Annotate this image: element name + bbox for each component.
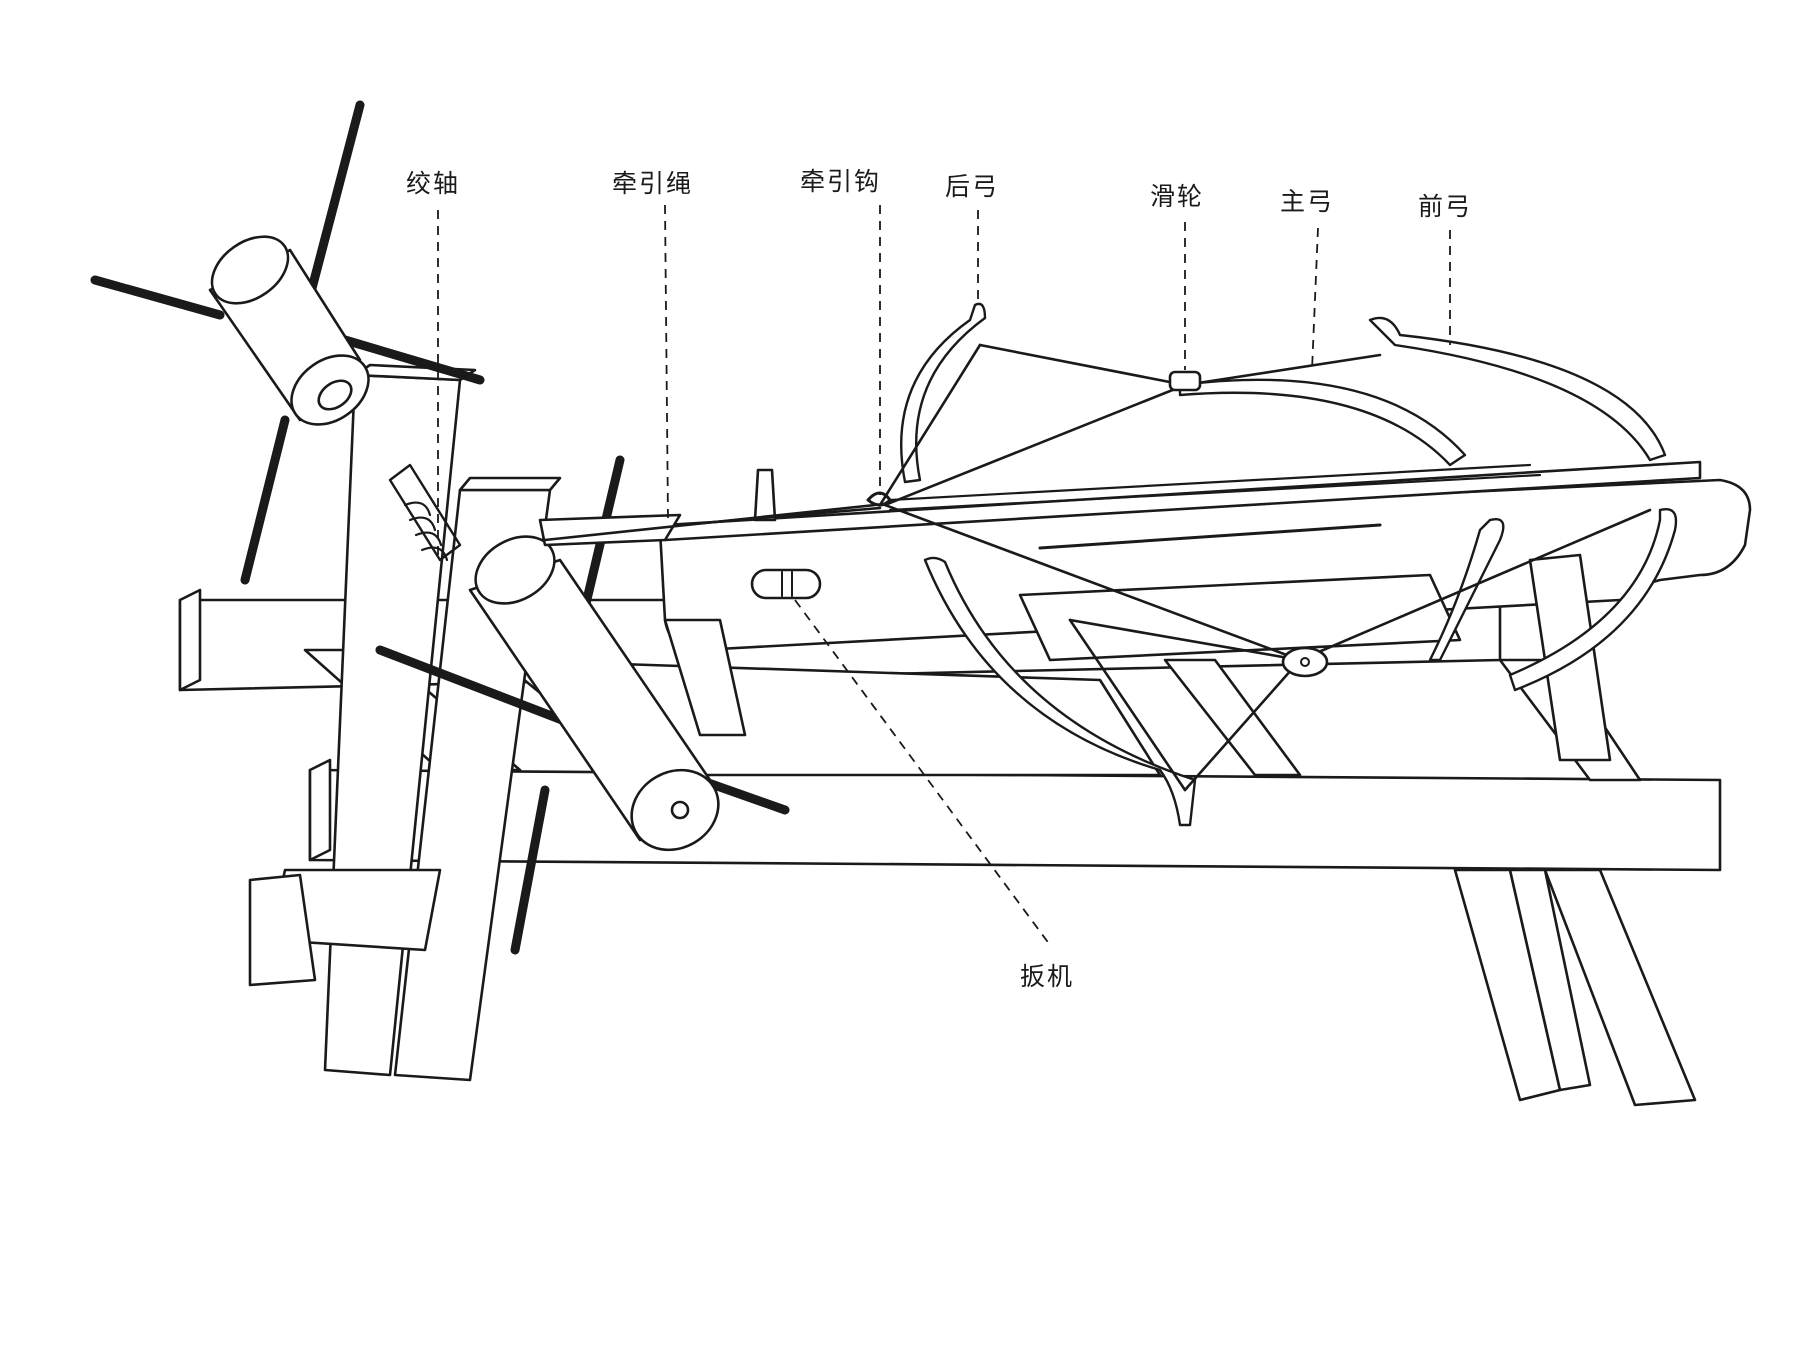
front-bow	[1368, 316, 1678, 692]
rear-bow	[900, 302, 1197, 827]
label-trigger: 扳机	[1020, 962, 1074, 991]
label-traction-rope: 牵引绳	[612, 169, 693, 198]
label-winch-axle: 绞轴	[406, 169, 460, 198]
left-posts	[248, 363, 562, 1082]
label-rear-bow: 后弓	[945, 172, 999, 201]
labels: 绞轴 牵引绳 牵引钩 后弓 滑轮 主弓 前弓 扳机	[406, 167, 1472, 991]
winch-drum-front	[468, 535, 720, 852]
ropes	[543, 343, 1652, 792]
label-traction-hook: 牵引钩	[800, 167, 881, 196]
winch-spokes	[90, 100, 790, 955]
label-main-bow: 主弓	[1280, 187, 1334, 216]
crossbow-stock	[538, 460, 1752, 762]
label-front-bow: 前弓	[1418, 192, 1472, 221]
leader-lines	[437, 204, 1451, 946]
traction-hook	[866, 491, 892, 507]
spring-coil	[388, 463, 462, 562]
rear-legs	[1453, 868, 1697, 1107]
label-pulley: 滑轮	[1150, 182, 1204, 211]
winch-drum-back	[208, 235, 370, 426]
pulleys	[1168, 370, 1329, 678]
